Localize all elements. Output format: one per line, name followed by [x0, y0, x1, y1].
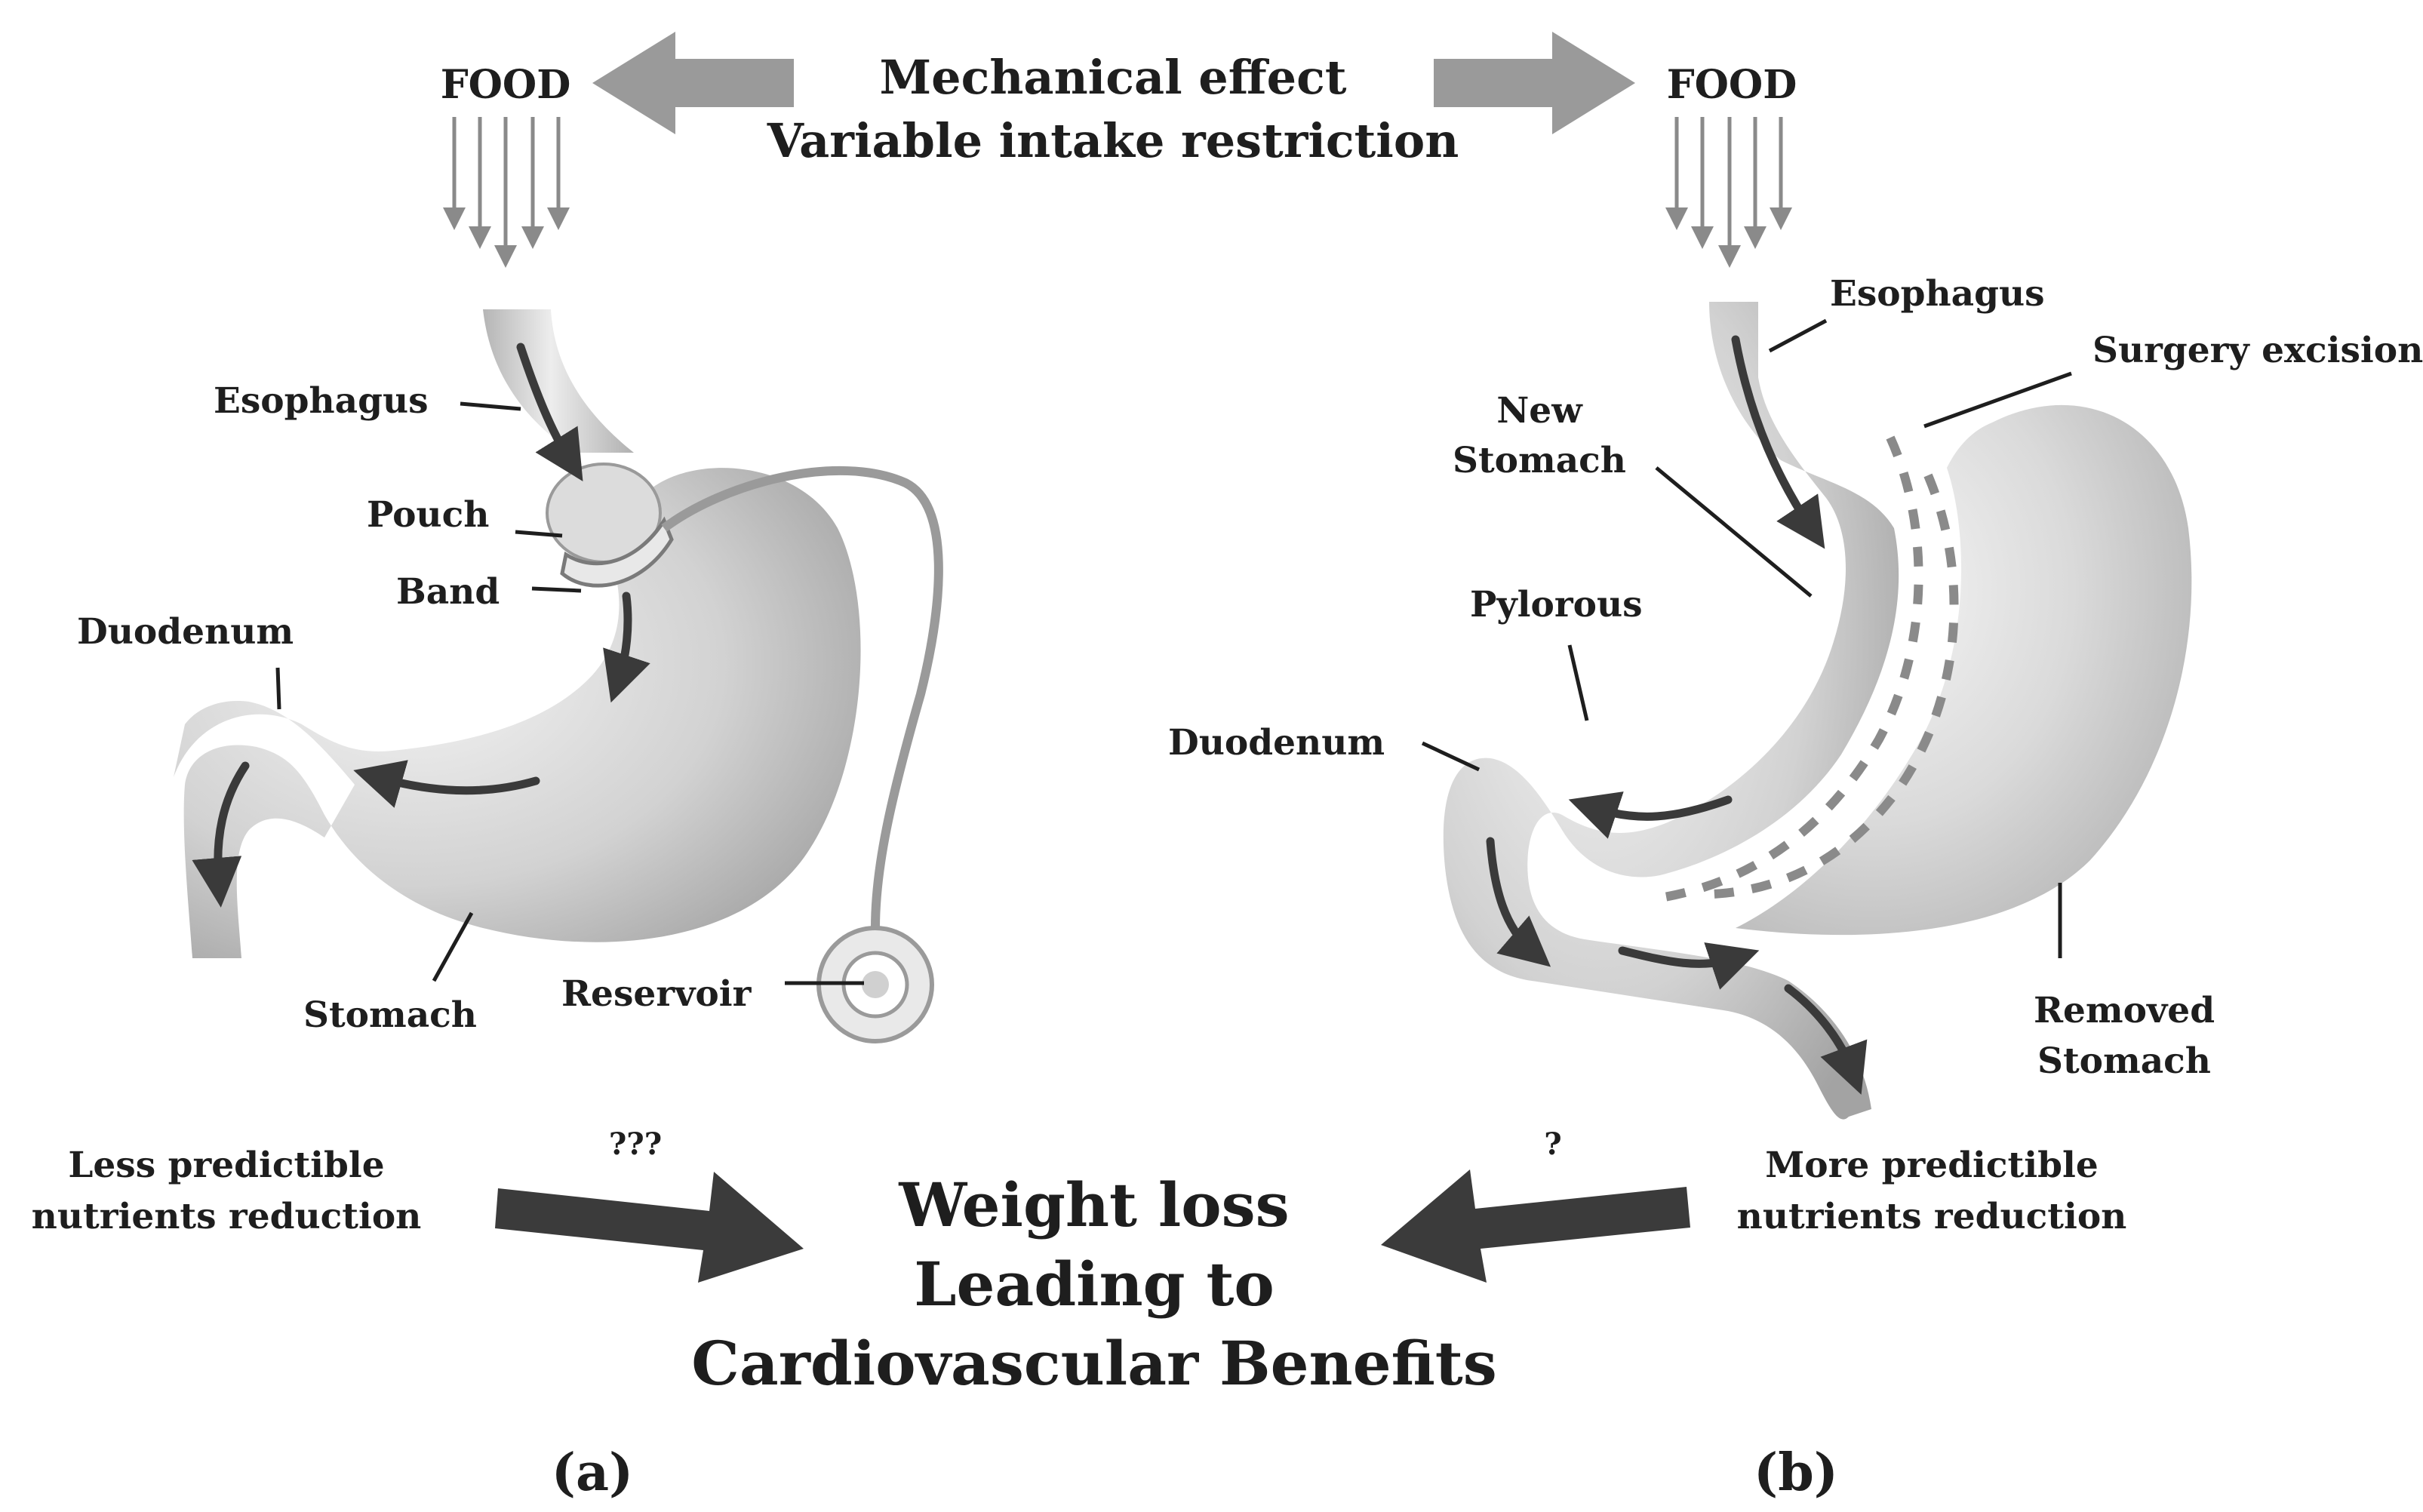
header-arrow-left	[592, 32, 794, 134]
header-block: Mechanical effect Variable intake restri…	[592, 32, 1635, 168]
excision-line	[1659, 435, 1923, 902]
removed-stomach	[1736, 404, 2192, 936]
outcome-b-line-1: More predictible	[1765, 1145, 2098, 1186]
flow-arrow-a-2	[603, 592, 650, 703]
flow-arrow-a-4	[192, 761, 250, 908]
label-new-stomach-line-1: New	[1496, 390, 1583, 432]
header-line-1: Mechanical effect	[880, 50, 1347, 105]
outcome-a-line-1: Less predictible	[68, 1145, 384, 1186]
center-line-1: Weight loss	[898, 1169, 1289, 1240]
flow-arrow-b-3	[1486, 837, 1551, 967]
food-label-a: FOOD	[441, 62, 571, 108]
food-label-b: FOOD	[1667, 62, 1797, 108]
label-removed-stomach-line-2: Stomach	[2037, 1040, 2211, 1082]
flow-arrow-a-3	[353, 760, 540, 808]
label-pouch-a: Pouch	[367, 494, 489, 536]
center-result: Weight loss Leading to Cardiovascular Be…	[691, 1169, 1497, 1399]
flow-arrow-b-5	[1784, 984, 1868, 1095]
reservoir-port	[816, 926, 934, 1043]
label-duodenum-b: Duodenum	[1168, 722, 1385, 764]
label-band-a: Band	[396, 571, 500, 613]
outcome-arrow-a	[495, 1172, 804, 1283]
header-arrow-right	[1434, 32, 1635, 134]
label-reservoir-a: Reservoir	[561, 973, 752, 1015]
label-duodenum-a: Duodenum	[77, 611, 294, 653]
flow-arrow-a-1	[516, 343, 583, 481]
label-esophagus-a: Esophagus	[214, 380, 429, 422]
flow-arrow-b-2	[1568, 791, 1733, 839]
center-line-2: Leading to	[914, 1249, 1275, 1320]
panel-a: FOOD Esophagus Pouch	[32, 62, 943, 1503]
question-b: ?	[1544, 1126, 1561, 1162]
label-pylorous: Pylorous	[1470, 584, 1643, 625]
outcome-b-line-2: nutrients reduction	[1737, 1196, 2127, 1237]
center-line-3: Cardiovascular Benefits	[691, 1328, 1497, 1399]
label-esophagus-b: Esophagus	[1830, 273, 2045, 315]
label-removed-stomach-line-1: Removed	[2034, 990, 2215, 1031]
question-a: ???	[609, 1126, 662, 1162]
sleeve-stomach	[1443, 302, 1899, 1120]
header-line-2: Variable intake restriction	[767, 113, 1459, 168]
food-arrows-a	[443, 117, 570, 268]
panel-b: FOOD Esophagus Surgery excision New Stom…	[1168, 62, 2423, 1503]
label-surgery-excision: Surgery excision	[2092, 330, 2423, 371]
band-tube	[661, 466, 943, 929]
excision-line-outer	[1712, 473, 1959, 899]
caption-b: (b)	[1754, 1443, 1838, 1503]
label-stomach-a: Stomach	[303, 994, 477, 1036]
band-a	[560, 516, 674, 588]
flow-arrow-b-4	[1618, 942, 1760, 990]
outcome-arrow-b	[1381, 1169, 1690, 1283]
stomach-a	[174, 468, 861, 958]
outcome-a-line-2: nutrients reduction	[32, 1196, 422, 1237]
caption-a: (a)	[552, 1443, 633, 1503]
label-new-stomach-line-2: Stomach	[1453, 440, 1626, 481]
food-arrows-b	[1665, 117, 1792, 268]
flow-arrow-b-1	[1731, 335, 1825, 549]
